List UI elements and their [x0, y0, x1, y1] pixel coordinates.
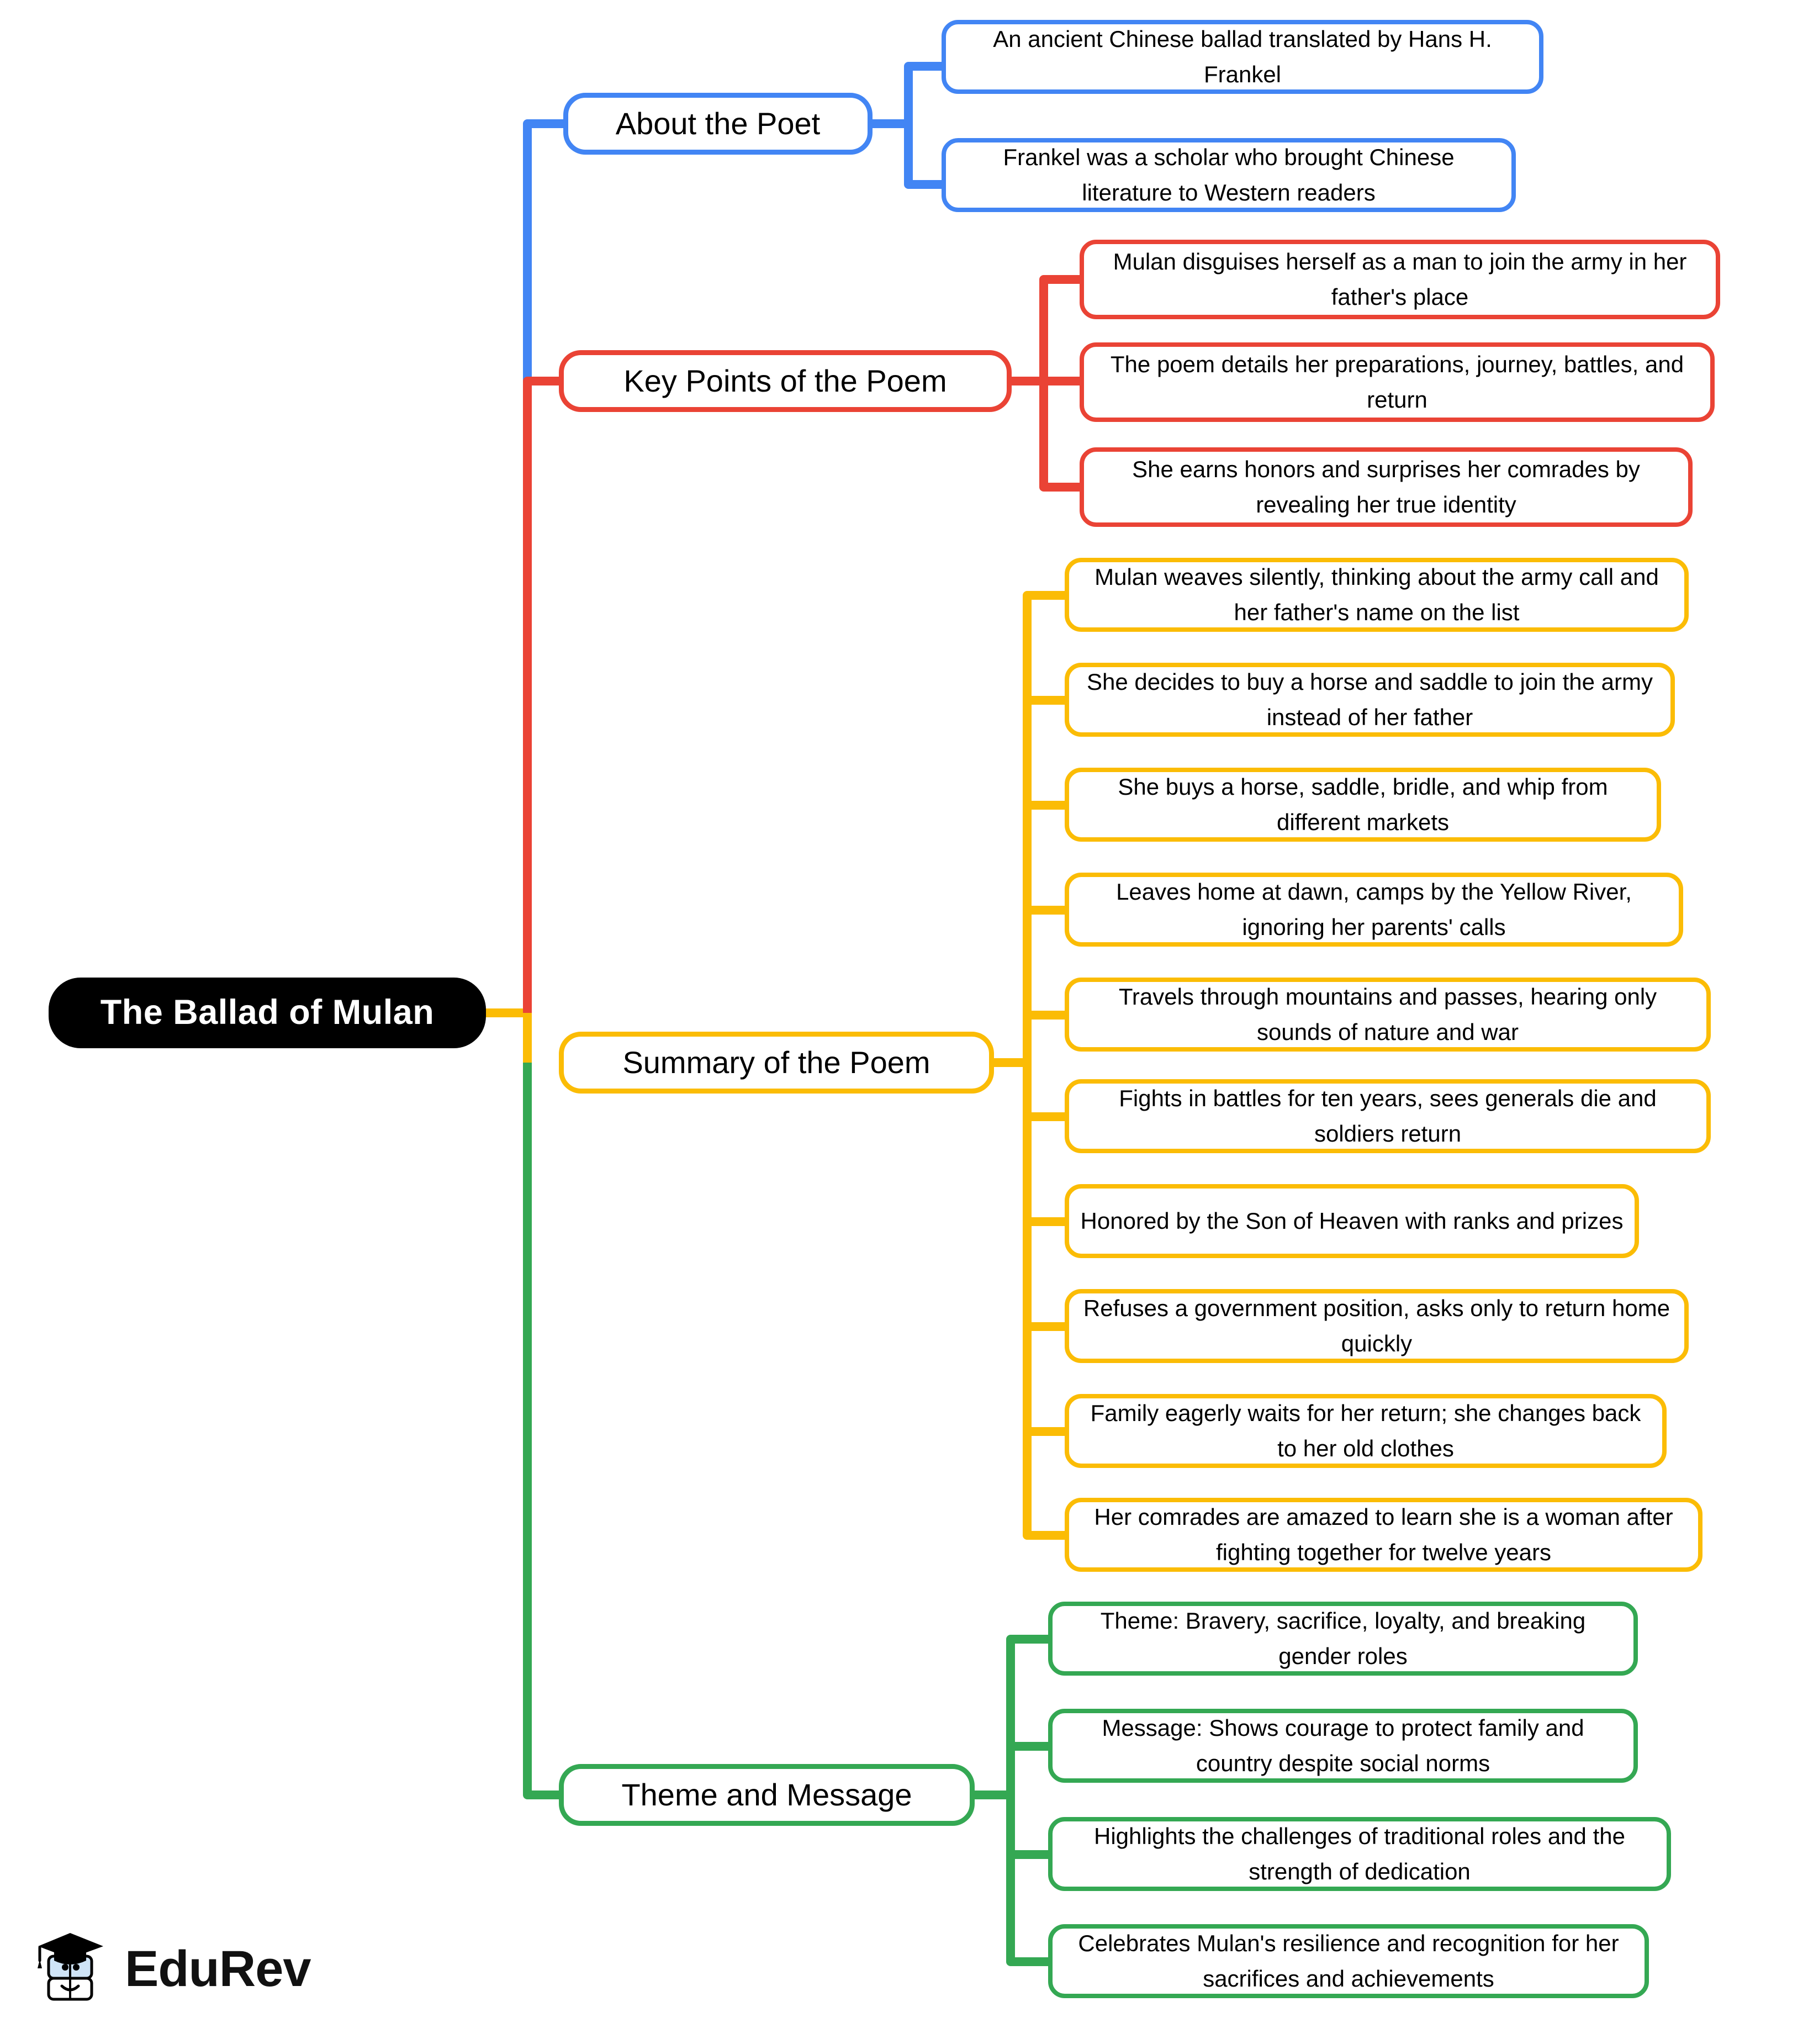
- branch-label: Key Points of the Poem: [623, 363, 947, 399]
- leaf-label: Celebrates Mulan's resilience and recogn…: [1078, 1930, 1619, 1992]
- leaf-node-summary-9[interactable]: Her comrades are amazed to learn she is …: [1065, 1498, 1702, 1572]
- leaf-label: Highlights the challenges of traditional…: [1094, 1823, 1625, 1884]
- leaf-label: Fights in battles for ten years, sees ge…: [1119, 1085, 1657, 1147]
- leaf-label: She buys a horse, saddle, bridle, and wh…: [1118, 774, 1608, 835]
- leaf-label: Refuses a government position, asks only…: [1083, 1295, 1670, 1356]
- leaf-node-summary-1[interactable]: She decides to buy a horse and saddle to…: [1065, 663, 1675, 737]
- branch-label: Summary of the Poem: [622, 1045, 930, 1080]
- leaf-node-key-points-1[interactable]: The poem details her preparations, journ…: [1080, 342, 1715, 422]
- leaf-node-theme-1[interactable]: Message: Shows courage to protect family…: [1048, 1709, 1638, 1783]
- leaf-node-summary-4[interactable]: Travels through mountains and passes, he…: [1065, 978, 1711, 1052]
- leaf-label: Honored by the Son of Heaven with ranks …: [1080, 1208, 1624, 1234]
- edurev-logo[interactable]: EduRev: [33, 1927, 311, 2010]
- leaf-node-theme-0[interactable]: Theme: Bravery, sacrifice, loyalty, and …: [1048, 1602, 1638, 1676]
- leaf-node-theme-3[interactable]: Celebrates Mulan's resilience and recogn…: [1048, 1924, 1649, 1998]
- leaf-label: An ancient Chinese ballad translated by …: [993, 26, 1492, 87]
- root-node[interactable]: The Ballad of Mulan: [49, 978, 486, 1048]
- branch-node-key-points-of-the-poem[interactable]: Key Points of the Poem: [559, 350, 1012, 412]
- leaf-label: She decides to buy a horse and saddle to…: [1087, 669, 1653, 730]
- leaf-label: Theme: Bravery, sacrifice, loyalty, and …: [1100, 1608, 1586, 1669]
- leaf-node-summary-6[interactable]: Honored by the Son of Heaven with ranks …: [1065, 1184, 1639, 1258]
- leaf-label: Mulan weaves silently, thinking about th…: [1095, 564, 1659, 625]
- graduation-cap-book-mascot-icon: [38, 1933, 103, 2001]
- leaf-label: Her comrades are amazed to learn she is …: [1094, 1504, 1673, 1565]
- leaf-label: Frankel was a scholar who brought Chines…: [1003, 144, 1455, 205]
- leaf-label: Leaves home at dawn, camps by the Yellow…: [1116, 879, 1632, 940]
- leaf-label: Mulan disguises herself as a man to join…: [1113, 249, 1687, 310]
- root-node-label: The Ballad of Mulan: [100, 993, 435, 1032]
- leaf-node-key-points-2[interactable]: She earns honors and surprises her comra…: [1080, 447, 1693, 527]
- branch-label: Theme and Message: [621, 1777, 912, 1813]
- branch-label: About the Poet: [615, 106, 821, 141]
- leaf-label: Message: Shows courage to protect family…: [1102, 1715, 1584, 1776]
- branch-node-about-the-poet[interactable]: About the Poet: [563, 93, 873, 155]
- leaf-node-summary-7[interactable]: Refuses a government position, asks only…: [1065, 1289, 1689, 1363]
- leaf-label: Travels through mountains and passes, he…: [1118, 984, 1657, 1045]
- edurev-logo-text: EduRev: [125, 1941, 311, 1997]
- leaf-node-summary-2[interactable]: She buys a horse, saddle, bridle, and wh…: [1065, 768, 1661, 842]
- leaf-node-theme-2[interactable]: Highlights the challenges of traditional…: [1048, 1817, 1671, 1891]
- leaf-node-summary-0[interactable]: Mulan weaves silently, thinking about th…: [1065, 558, 1689, 632]
- leaf-node-summary-3[interactable]: Leaves home at dawn, camps by the Yellow…: [1065, 873, 1683, 947]
- leaf-node-about-the-poet-0[interactable]: An ancient Chinese ballad translated by …: [942, 20, 1543, 94]
- branch-node-summary-of-the-poem[interactable]: Summary of the Poem: [559, 1032, 994, 1094]
- leaf-node-key-points-0[interactable]: Mulan disguises herself as a man to join…: [1080, 240, 1720, 319]
- leaf-node-summary-8[interactable]: Family eagerly waits for her return; she…: [1065, 1394, 1667, 1468]
- leaf-node-summary-5[interactable]: Fights in battles for ten years, sees ge…: [1065, 1079, 1711, 1153]
- branch-node-theme-and-message[interactable]: Theme and Message: [559, 1764, 975, 1826]
- leaf-node-about-the-poet-1[interactable]: Frankel was a scholar who brought Chines…: [942, 138, 1516, 212]
- leaf-label: Family eagerly waits for her return; she…: [1090, 1400, 1641, 1461]
- leaf-label: She earns honors and surprises her comra…: [1132, 456, 1640, 517]
- leaf-label: The poem details her preparations, journ…: [1110, 351, 1684, 413]
